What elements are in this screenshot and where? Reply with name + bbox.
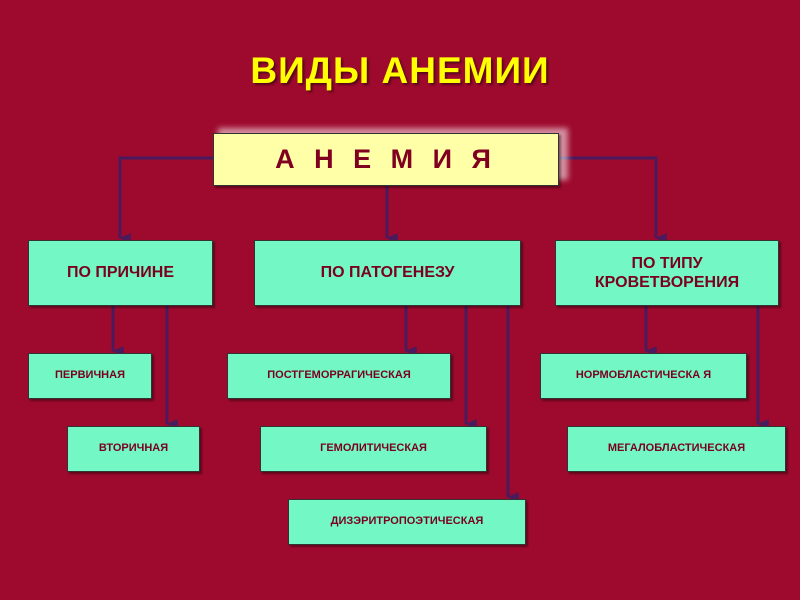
connector-root-hematopoiesis xyxy=(559,156,667,243)
leaf-dyserythropoietic: ДИЗЭРИТРОПОЭТИЧЕСКАЯ xyxy=(288,499,526,545)
leaf-secondary: ВТОРИЧНАЯ xyxy=(67,426,200,472)
category-by-hematopoiesis: ПО ТИПУ КРОВЕТВОРЕНИЯ xyxy=(555,240,779,306)
slide-title: ВИДЫ АНЕМИИ xyxy=(250,50,550,91)
leaf-normoblastic: НОРМОБЛАСТИЧЕСКА Я xyxy=(540,353,747,399)
leaf-hemolytic: ГЕМОЛИТИЧЕСКАЯ xyxy=(260,426,487,472)
leaf-megaloblastic: МЕГАЛОБЛАСТИЧЕСКАЯ xyxy=(567,426,786,472)
root-node: А Н Е М И Я xyxy=(213,133,559,186)
connector-root-cause xyxy=(118,156,213,243)
leaf-primary: ПЕРВИЧНАЯ xyxy=(28,353,152,399)
category-by-pathogenesis: ПО ПАТОГЕНЕЗУ xyxy=(254,240,521,306)
category-by-cause: ПО ПРИЧИНЕ xyxy=(28,240,213,306)
leaf-posthemorrhagic: ПОСТГЕМОРРАГИЧЕСКАЯ xyxy=(227,353,451,399)
